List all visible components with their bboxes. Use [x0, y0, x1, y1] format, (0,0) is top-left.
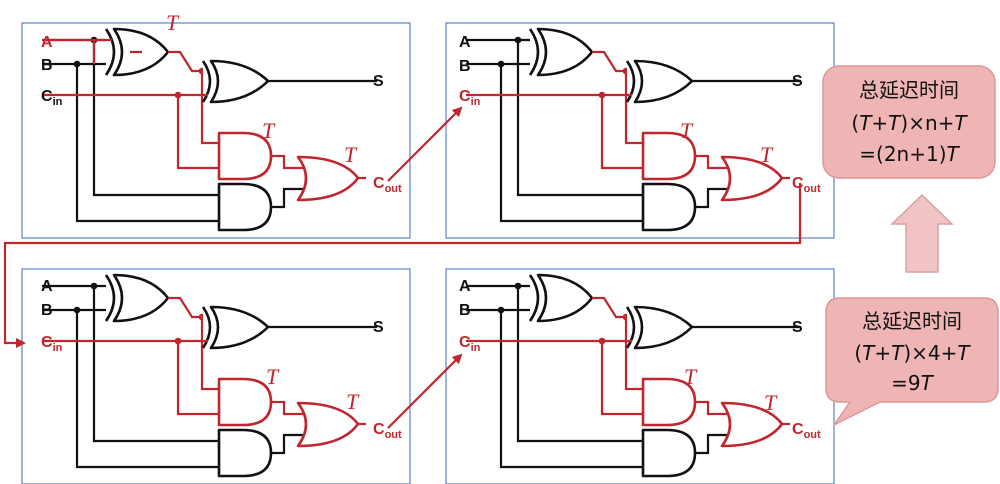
- input-a-label: A: [41, 34, 53, 51]
- sum-output-label: S: [373, 319, 384, 336]
- gate-delay-label: T: [262, 118, 276, 143]
- carry-in-label: Cin: [459, 334, 481, 354]
- sum-output-label: S: [792, 319, 803, 336]
- input-a-label: A: [459, 278, 471, 295]
- specific-delay-callout: 总延迟时间 (T+T)×4+T =9T: [825, 297, 999, 426]
- callout-title: 总延迟时间: [859, 78, 959, 102]
- callout-formula-line: (T+T)×4+T: [854, 341, 971, 365]
- gate-delay-label: T: [680, 118, 694, 143]
- callout-result-line: =9T: [891, 371, 934, 395]
- callout-result-line: =(2n+1)T: [859, 142, 960, 166]
- gate-delay-label: T: [344, 142, 358, 167]
- carry-in-label: Cin: [41, 334, 63, 354]
- carry-out-label: Cout: [373, 175, 402, 195]
- input-a-label: A: [459, 34, 471, 51]
- input-b-label: B: [41, 302, 53, 319]
- gate-delay-label: T: [760, 142, 774, 167]
- general-delay-callout: 总延迟时间 (T+T)×n+T =(2n+1)T: [822, 65, 996, 179]
- gate-delay-label: T: [266, 364, 280, 389]
- carry-out-label: Cout: [792, 421, 821, 441]
- sum-output-label: S: [373, 73, 384, 90]
- carry-out-label: Cout: [792, 175, 821, 195]
- callout-title: 总延迟时间: [862, 309, 962, 333]
- carry-in-label: Cin: [459, 88, 481, 108]
- callout-formula-line: (T+T)×n+T: [851, 111, 968, 135]
- gate-delay-label: T: [764, 390, 778, 415]
- carry-in-label: Cin: [41, 88, 63, 108]
- carry-out-label: Cout: [373, 421, 402, 441]
- input-a-label: A: [41, 278, 53, 295]
- gate-delay-label: T: [346, 389, 360, 414]
- input-b-label: B: [459, 302, 471, 319]
- gate-delay-label: T: [166, 10, 180, 35]
- sum-output-label: S: [792, 73, 803, 90]
- input-b-label: B: [459, 58, 471, 75]
- up-arrow-icon: [890, 193, 954, 273]
- input-b-label: B: [41, 57, 53, 74]
- gate-delay-label: T: [684, 364, 698, 389]
